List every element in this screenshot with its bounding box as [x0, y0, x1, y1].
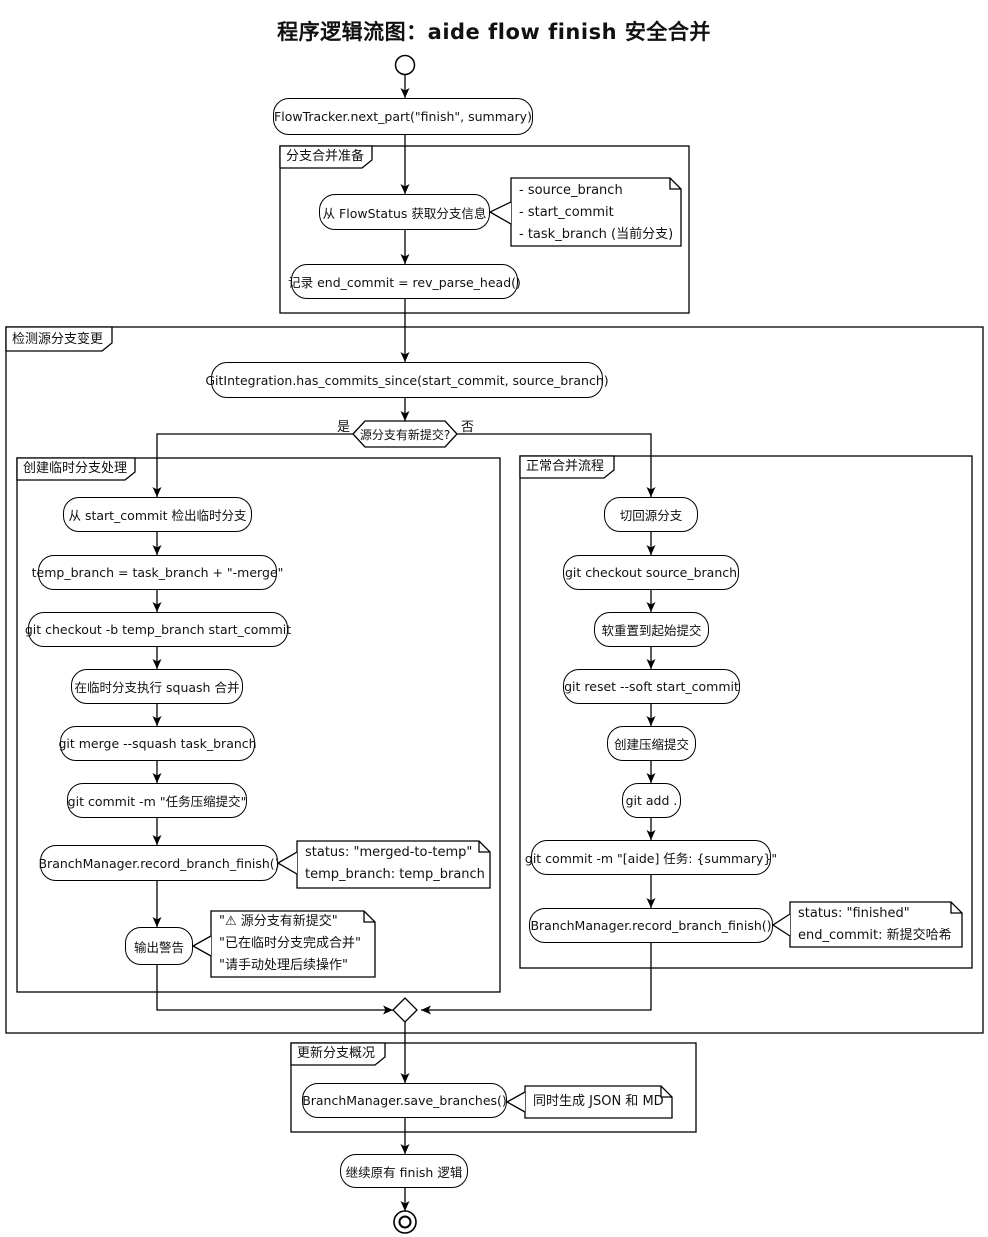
decision-question: 源分支有新提交? [359, 427, 451, 442]
decision-no-label: 否 [461, 420, 475, 435]
activity-git-checkout-source: git checkout source_branch [563, 555, 739, 590]
note-line: - start_commit [519, 205, 614, 220]
activity-record-finish-right: BranchManager.record_branch_finish() [529, 908, 773, 943]
activity-git-merge-squash: git merge --squash task_branch [58, 726, 257, 761]
flow-arrows [152, 74, 656, 1211]
activity-checkout-temp: 从 start_commit 检出临时分支 [63, 497, 252, 532]
merge-diamond [392, 997, 418, 1023]
note-line: "⚠ 源分支有新提交" [219, 914, 338, 929]
note-warning-shape [191, 910, 376, 978]
partition-label-detect: 检测源分支变更 [12, 332, 104, 347]
note-line: "请手动处理后续操作" [219, 958, 348, 973]
activity-soft-reset: 软重置到起始提交 [594, 612, 709, 647]
diagram-title: 程序逻辑流图：aide flow finish 安全合并 [277, 20, 711, 44]
note-line: status: "finished" [798, 906, 910, 921]
activity-get-branch-info: 从 FlowStatus 获取分支信息 [319, 194, 490, 230]
partition-detect [5, 326, 984, 1034]
partition-normal-path [519, 455, 973, 969]
note-line: 同时生成 JSON 和 MD [533, 1094, 664, 1109]
note-line: "已在临时分支完成合并" [219, 936, 361, 951]
partition-tab [290, 1042, 386, 1066]
partition-tab [279, 145, 373, 169]
activity-git-commit-aide: git commit -m "[aide] 任务: {summary}" [525, 840, 777, 875]
note-branch-info-shape [488, 177, 682, 247]
note-line: end_commit: 新提交哈希 [798, 928, 952, 943]
partition-temp-path [16, 457, 501, 993]
decision-yes-label: 是 [336, 420, 350, 435]
decision-hexagon [352, 420, 458, 448]
note-finished-shape [771, 901, 963, 948]
activity-record-finish-left: BranchManager.record_branch_finish() [38, 845, 280, 881]
end-node [393, 1210, 417, 1234]
note-save-formats: 同时生成 JSON 和 MD [533, 1086, 664, 1118]
activity-squash-on-temp: 在临时分支执行 squash 合并 [71, 669, 243, 704]
partition-label-update-overview: 更新分支概况 [297, 1046, 376, 1061]
partition-label-temp-path: 创建临时分支处理 [23, 461, 128, 476]
partition-label-prepare: 分支合并准备 [286, 149, 365, 164]
note-branch-info: - source_branch - start_commit - task_br… [519, 180, 673, 246]
note-merged-to-temp-shape [276, 840, 491, 889]
note-line: - source_branch [519, 183, 623, 198]
activity-temp-branch-assign: temp_branch = task_branch + "-merge" [32, 555, 283, 590]
note-line: - task_branch (当前分支) [519, 227, 674, 242]
activity-git-commit-squash: git commit -m "任务压缩提交" [67, 783, 247, 818]
activity-git-checkout-b: git checkout -b temp_branch start_commit [25, 612, 291, 647]
partition-tab [519, 455, 615, 479]
note-save-formats-shape [505, 1085, 673, 1119]
start-node [394, 54, 416, 76]
activity-record-end-commit: 记录 end_commit = rev_parse_head() [288, 264, 521, 299]
partition-update-overview [290, 1042, 697, 1133]
activity-switch-back-source: 切回源分支 [604, 497, 698, 532]
note-merged-to-temp: status: "merged-to-temp" temp_branch: te… [305, 842, 485, 886]
note-line: temp_branch: temp_branch [305, 867, 485, 882]
note-finished: status: "finished" end_commit: 新提交哈希 [798, 903, 952, 947]
note-line: status: "merged-to-temp" [305, 845, 473, 860]
activity-git-add: git add . [622, 783, 681, 818]
activity-warn-output: 输出警告 [125, 927, 193, 965]
activity-save-branches: BranchManager.save_branches() [302, 1083, 507, 1118]
partition-label-normal-path: 正常合并流程 [526, 459, 605, 474]
note-warning: "⚠ 源分支有新提交" "已在临时分支完成合并" "请手动处理后续操作" [219, 911, 361, 977]
activity-entry: FlowTracker.next_part("finish", summary) [273, 98, 533, 135]
activity-has-commits-since: GitIntegration.has_commits_since(start_c… [205, 362, 609, 398]
activity-create-squash-commit: 创建压缩提交 [607, 726, 696, 761]
activity-continue-finish: 继续原有 finish 逻辑 [340, 1154, 468, 1188]
activity-git-reset-soft: git reset --soft start_commit [563, 669, 740, 704]
partition-prepare [279, 145, 690, 314]
partition-tab [5, 326, 113, 352]
partition-tab [16, 457, 136, 481]
